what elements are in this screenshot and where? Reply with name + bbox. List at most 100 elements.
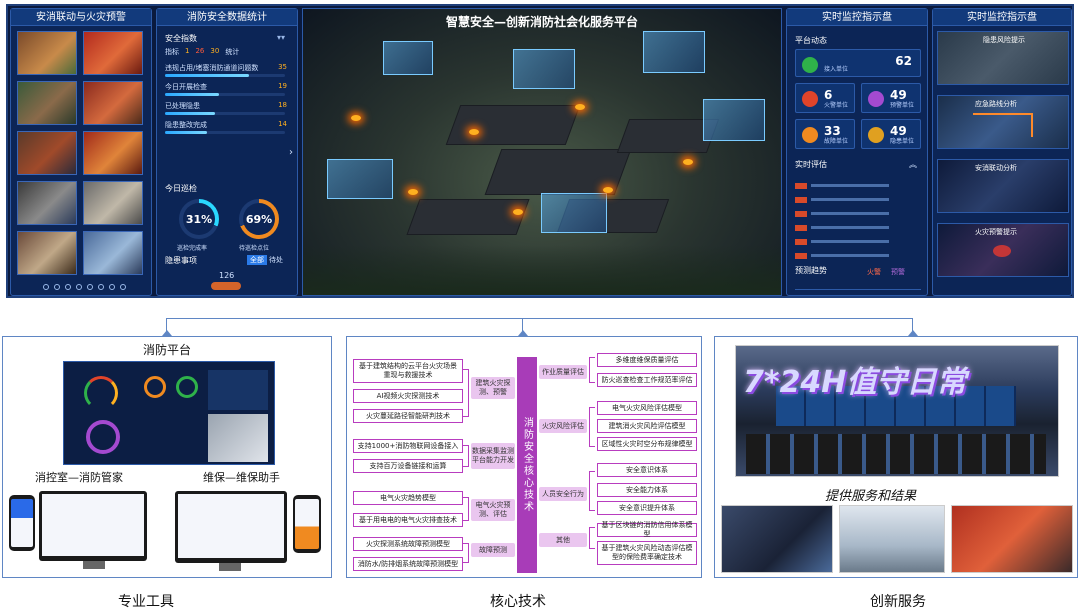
tab-pending[interactable]: 待处 [269,256,283,264]
innovative-service-section: 7*24H值守日常 提供服务和结果 [714,336,1078,578]
chip[interactable]: 30 [210,47,220,55]
scene-photo[interactable] [17,81,77,125]
video-thumbnail[interactable] [208,414,268,462]
scene-photo[interactable] [83,131,143,175]
desktop-monitor[interactable] [175,491,287,563]
stat-card[interactable]: 49 隐患单位 [861,119,921,149]
tab-all[interactable]: 全部 [247,255,267,265]
stat-value: 18 [278,101,287,109]
scene-photo[interactable] [83,231,143,275]
section-heading: 隐患事项 [165,256,197,265]
gauge-icon [144,376,166,398]
carousel-dot[interactable] [87,284,93,290]
carousel-dot[interactable] [65,284,71,290]
orange-badge[interactable] [211,282,241,290]
connector-line [912,318,913,336]
carousel-dot[interactable] [98,284,104,290]
progress-ring: 31% [179,199,219,239]
connector-line [166,318,912,319]
eval-row[interactable] [795,231,915,245]
tech-box: 电气火灾风险评估模型 [597,401,697,415]
tech-box: 火灾蔓延路径智能研判技术 [353,409,463,423]
desktop-monitor[interactable] [39,491,147,561]
eval-row[interactable] [795,175,915,189]
fire-alert-marker[interactable] [575,104,585,110]
map-caption: 火灾预警提示 [975,228,1017,236]
stat-card[interactable]: 62 接入单位 [795,49,921,77]
alert-tag [795,210,807,217]
tech-box: 安全意识体系 [597,463,697,477]
chip[interactable]: 统计 [225,48,240,56]
stat-card[interactable]: 49 预警单位 [861,83,921,113]
chevron-right-icon[interactable]: › [289,147,293,158]
stat-card[interactable]: 33 故障单位 [795,119,855,149]
carousel-dot[interactable] [76,284,82,290]
chip[interactable]: 26 [195,47,205,55]
fire-alert-marker[interactable] [408,189,418,195]
tech-category: 人员安全行为 [539,487,587,501]
tech-box: 多维度维保质量评估 [597,353,697,367]
scene-photo[interactable] [17,181,77,225]
building-roof[interactable] [445,105,581,145]
chevron-up-icon[interactable]: ︽ [909,160,917,169]
camera-popup[interactable] [643,31,705,73]
chevron-icon[interactable]: ▾▾ [276,33,285,42]
carousel-dot[interactable] [54,284,60,290]
tech-box: 区域性火灾时空分布规律模型 [597,437,697,451]
camera-popup[interactable] [541,193,607,233]
fire-alert-marker[interactable] [469,129,479,135]
unit-icon [802,57,818,73]
mobile-phone[interactable] [293,495,321,553]
section-heading: 今日巡检 [165,184,197,193]
tech-box: 安全能力体系 [597,483,697,497]
dashboard-screenshot: 安消联动与火灾预警 消防安全数据统计 安全指数 ▾▾ 指标 1 26 [6,4,1074,298]
camera-popup[interactable] [513,49,575,89]
fire-alert-marker[interactable] [603,187,613,193]
carousel-dots[interactable] [43,284,126,290]
fire-alert-marker[interactable] [513,209,523,215]
carousel-dot[interactable] [43,284,49,290]
card-value: 6 [824,88,833,102]
eval-row[interactable] [795,203,915,217]
scene-photo[interactable] [17,131,77,175]
platform-screen[interactable] [63,361,275,465]
carousel-dot[interactable] [109,284,115,290]
carousel-dot[interactable] [120,284,126,290]
camera-popup[interactable] [327,159,393,199]
stat-label: 违规占用/堵塞消防通道问题数 [165,64,259,72]
linkage-warning-panel: 安消联动与火灾预警 [10,8,152,296]
result-photo[interactable] [951,505,1073,573]
scene-photo[interactable] [17,231,77,275]
fire-alert-marker[interactable] [683,159,693,165]
result-photo[interactable] [721,505,833,573]
map-thumbnail[interactable] [937,31,1069,85]
eval-row[interactable] [795,189,915,203]
eval-row[interactable] [795,245,915,259]
fire-alert-marker[interactable] [351,115,361,121]
tech-box: 基于区块链的消防信用体系模型 [597,521,697,538]
result-photo[interactable] [839,505,945,573]
stat-bar-fill [165,112,216,115]
eval-row[interactable] [795,217,915,231]
scene-photo[interactable] [83,181,143,225]
tech-box: 基于建筑火灾风险动态评估模型的保险费率确定技术 [597,541,697,565]
stat-value: 14 [278,120,287,128]
card-label: 隐患单位 [890,138,915,145]
mobile-phone[interactable] [9,495,35,551]
scene-photo[interactable] [83,81,143,125]
warning-icon [868,91,884,107]
map-thumbnail[interactable] [937,95,1069,149]
control-room-photo[interactable] [735,345,1059,477]
tech-category: 故障预测 [471,543,515,557]
building-3d-view[interactable]: 智慧安全—创新消防社会化服务平台 [302,8,782,296]
chip[interactable]: 1 [185,47,190,55]
stat-card[interactable]: 6 火警单位 [795,83,855,113]
camera-popup[interactable] [703,99,765,141]
tech-box: 基于用电电的电气火灾排查技术 [353,513,463,527]
scene-photo[interactable] [83,31,143,75]
camera-popup[interactable] [383,41,433,75]
chip[interactable]: 指标 [165,48,179,56]
scene-photo[interactable] [17,31,77,75]
building-roof[interactable] [406,199,530,235]
map-thumbnail[interactable] [937,159,1069,213]
